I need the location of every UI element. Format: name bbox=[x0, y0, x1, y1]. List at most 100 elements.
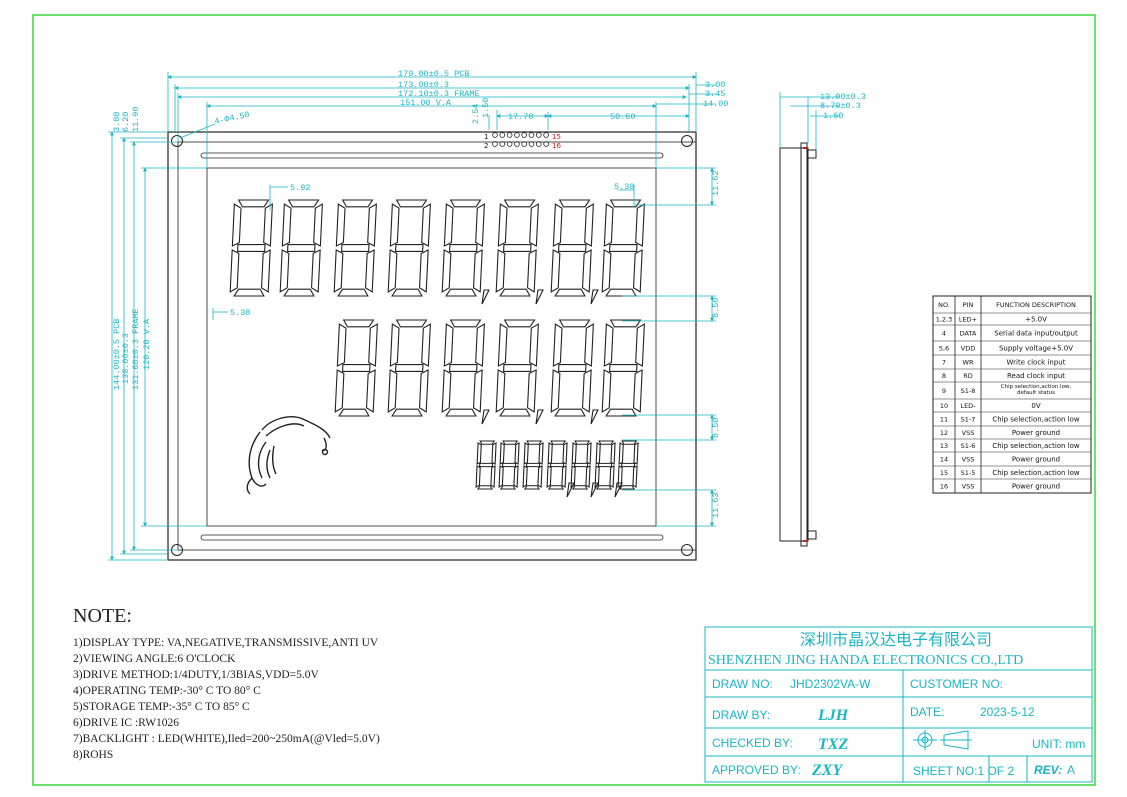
note-5: 5)STORAGE TEMP:-35° C TO 85° C bbox=[73, 701, 250, 713]
note-2: 2)VIEWING ANGLE:6 O'CLOCK bbox=[73, 653, 236, 665]
date-value: 2023-5-12 bbox=[980, 705, 1035, 719]
pin-no: 13 bbox=[940, 442, 948, 450]
dim-5-38-right: 5.38 bbox=[614, 182, 634, 192]
dim-frame-width: 172.10±0.3 FRAME bbox=[398, 89, 480, 99]
segment-digit bbox=[550, 319, 599, 425]
pin-pad bbox=[528, 141, 535, 147]
pin-16-label: 16 bbox=[552, 142, 561, 150]
pin-function: Chip selection,action low bbox=[992, 442, 1080, 450]
dim-frame-outer-height: 138.00±0.3 bbox=[121, 333, 131, 384]
draw-by-value: LJH bbox=[817, 707, 849, 724]
pin-pad bbox=[543, 132, 549, 138]
note-4: 4)OPERATING TEMP:-30° C TO 80° C bbox=[73, 685, 261, 697]
dim-50-60: 50.60 bbox=[610, 112, 636, 122]
dim-3-80: 3.80 bbox=[112, 112, 122, 132]
pin-pad bbox=[514, 141, 520, 147]
dim-hole-size: 4-Φ4.50 bbox=[214, 110, 251, 127]
dim-8-50-top: 8.50 bbox=[711, 298, 721, 318]
dim-pcb-height: 144.00±0.5 PCB bbox=[112, 319, 122, 390]
segment-digit bbox=[550, 199, 599, 305]
pin-function: Write clock input bbox=[1007, 358, 1066, 366]
dim-1-50: 1.50 bbox=[481, 98, 491, 118]
pin-function: Chip selection,action low bbox=[992, 469, 1080, 477]
segment-digit bbox=[441, 199, 490, 305]
dim-2-54: 2.54 bbox=[471, 104, 481, 124]
dimension-lines: 179.00±0.5 PCB 3.00 173.00±0.3 3.45 172.… bbox=[108, 69, 729, 561]
pin-no: NO. bbox=[938, 301, 950, 309]
pin-no: 5,6 bbox=[939, 344, 949, 352]
pin-pad bbox=[535, 141, 542, 147]
segment-digit bbox=[522, 440, 544, 490]
approved-by-label: APPROVED BY: bbox=[712, 763, 801, 777]
dim-11-62: 11.62 bbox=[711, 170, 721, 196]
pin-no: 8 bbox=[942, 372, 946, 380]
pin-name: LED+ bbox=[959, 315, 977, 323]
pin-no: 14 bbox=[940, 455, 948, 463]
pin-table-row: 8 RD Read clock input bbox=[933, 368, 1091, 380]
dim-3-45: 3.45 bbox=[705, 89, 725, 99]
pin-pad bbox=[506, 132, 513, 138]
pin-no: 9 bbox=[942, 387, 946, 395]
mount-hole-tl bbox=[171, 135, 183, 147]
pin-pad bbox=[492, 132, 498, 138]
checked-by-label: CHECKED BY: bbox=[712, 736, 793, 750]
pin-name: LED- bbox=[960, 402, 976, 410]
approved-by-value: ZXY bbox=[811, 762, 843, 779]
dim-14-00: 14.00 bbox=[703, 99, 729, 109]
segment-digit bbox=[498, 440, 520, 490]
notes-title: NOTE: bbox=[73, 605, 132, 627]
pin-table-row: 11 S1-7 Chip selection,action low bbox=[933, 411, 1091, 423]
pin-pad bbox=[535, 132, 542, 138]
pin-no: 10 bbox=[940, 402, 948, 410]
note-1: 1)DISPLAY TYPE: VA,NEGATIVE,TRANSMISSIVE… bbox=[73, 637, 379, 649]
pin-function: Read clock input bbox=[1007, 372, 1065, 380]
company-name-en: SHENZHEN JING HANDA ELECTRONICS CO.,LTD bbox=[708, 653, 1023, 668]
pin-no: 1,2,3 bbox=[936, 315, 953, 323]
pin-function: Serial data input/output bbox=[994, 329, 1078, 337]
segment-digit bbox=[495, 319, 544, 425]
pin-no: 4 bbox=[942, 329, 946, 337]
top-slot bbox=[200, 152, 664, 159]
pin-no: 7 bbox=[942, 358, 946, 366]
pin-function: Power ground bbox=[1012, 482, 1060, 490]
dim-11-90: 11.90 bbox=[131, 106, 141, 132]
pin-no: 11 bbox=[940, 415, 948, 423]
pin-no: 15 bbox=[940, 469, 948, 477]
segment-digit bbox=[495, 199, 544, 305]
dim-pcb-width: 179.00±0.5 PCB bbox=[398, 69, 469, 79]
dim-3-00: 3.00 bbox=[705, 80, 725, 90]
pin-name: PIN bbox=[963, 301, 974, 309]
pin-15-label: 15 bbox=[552, 133, 561, 141]
pin-name: WR bbox=[963, 358, 974, 366]
note-7: 7)BACKLIGHT : LED(WHITE),Iled=200~250mA(… bbox=[73, 733, 380, 745]
pin-name: S1-6 bbox=[961, 442, 976, 450]
dim-5-92: 5.92 bbox=[290, 183, 310, 193]
dim-5-38-left: 5.38 bbox=[230, 308, 250, 318]
pin-function: 0V bbox=[1031, 402, 1040, 410]
pin-name: VSS bbox=[962, 429, 975, 437]
pin-name: S1-7 bbox=[961, 415, 976, 423]
pin-name: VSS bbox=[962, 482, 975, 490]
fuel-nozzle-icon bbox=[246, 416, 331, 495]
projection-symbol-icon bbox=[913, 730, 972, 750]
dim-17-78: 17.78 bbox=[508, 112, 534, 122]
segment-digit bbox=[570, 440, 599, 498]
dim-va-width: 151.00 V.A bbox=[400, 98, 452, 108]
pin-name: VSS bbox=[962, 455, 975, 463]
pin-pad bbox=[499, 132, 506, 138]
segment-digit bbox=[334, 319, 378, 417]
pin-table-row: 1,2,3 LED+ +5.0V bbox=[933, 312, 1091, 323]
rev-value: A bbox=[1067, 763, 1075, 777]
mount-hole-tr bbox=[681, 135, 693, 147]
segment-digit bbox=[546, 440, 575, 498]
pin-2-label: 2 bbox=[484, 142, 488, 150]
pin-name: RD bbox=[963, 372, 973, 380]
pin-function: Chip selection,action low bbox=[992, 415, 1080, 423]
segment-digit bbox=[387, 319, 431, 417]
pin-function: +5.0V bbox=[1025, 315, 1047, 323]
dim-8-50-bottom: 8.50 bbox=[711, 418, 721, 438]
